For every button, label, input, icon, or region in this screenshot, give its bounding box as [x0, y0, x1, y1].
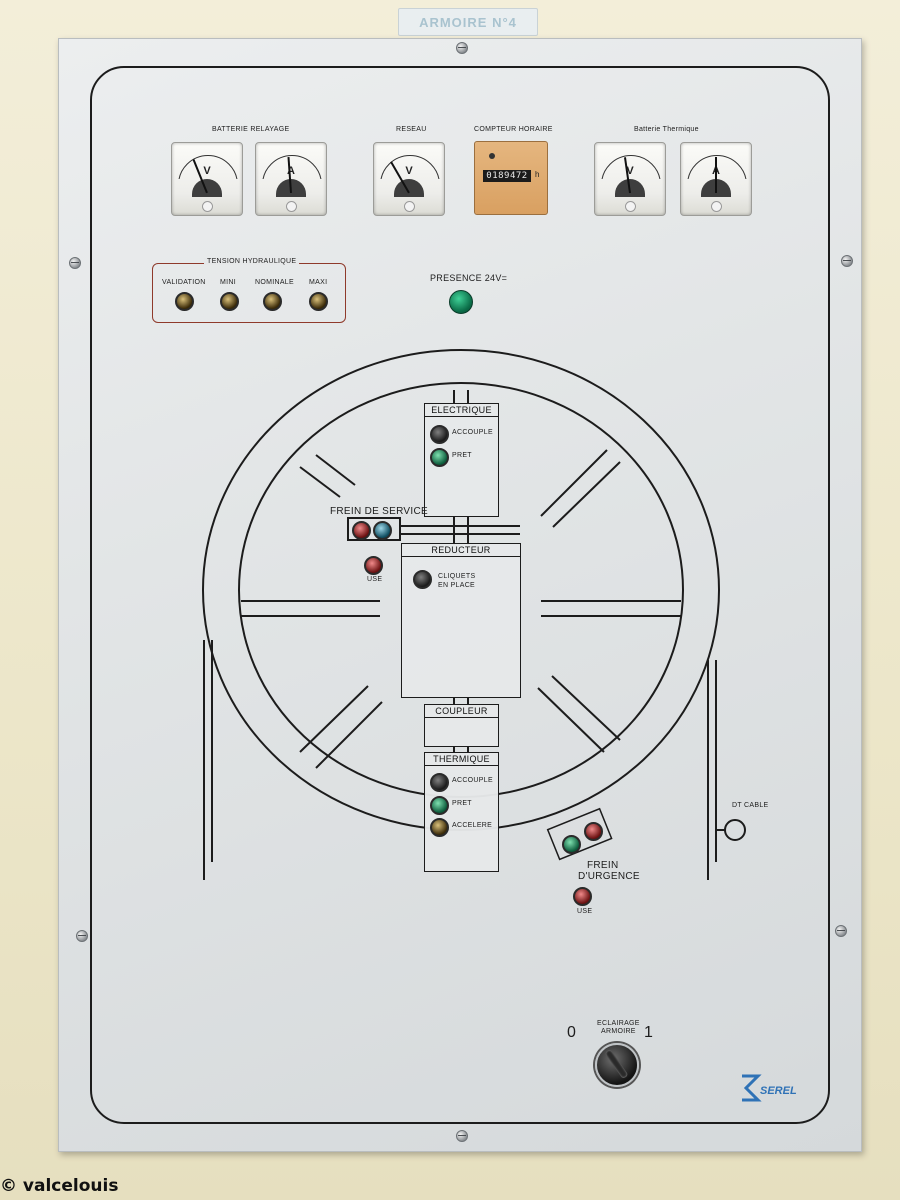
label-electrique-pret: PRET — [452, 452, 472, 459]
ammeter-relayage: A — [255, 142, 327, 216]
label-dt-cable: DT CABLE — [732, 802, 769, 809]
label-en-place: EN PLACE — [438, 582, 476, 589]
label-thermique-accouple: ACCOUPLE — [452, 777, 493, 784]
meter-needle — [715, 157, 717, 193]
voltmeter-reseau: V — [373, 142, 445, 216]
label-validation: VALIDATION — [162, 279, 206, 286]
label-compteur-horaire: COMPTEUR HORAIRE — [474, 126, 553, 133]
meter-unit-letter: A — [287, 165, 295, 177]
reducteur-box: REDUCTEUR — [401, 543, 521, 698]
eclairage-armoire-rotary-switch[interactable] — [595, 1043, 639, 1087]
screw — [456, 42, 468, 54]
label-armoire: ARMOIRE — [601, 1028, 636, 1035]
counter-unit: h — [535, 170, 540, 179]
lamp-maxi — [309, 292, 328, 311]
lamp-electrique-pret — [430, 448, 449, 467]
label-switch-on: 1 — [644, 1024, 654, 1041]
label-frein-service-use: USE — [367, 576, 383, 583]
electrique-title: ELECTRIQUE — [425, 404, 498, 417]
label-nominale: NOMINALE — [255, 279, 294, 286]
label-frein-urgence-use: USE — [577, 908, 593, 915]
lamp-validation — [175, 292, 194, 311]
label-presence-24v: PRESENCE 24V= — [430, 273, 508, 283]
label-cliquets: CLIQUETS — [438, 573, 476, 580]
meter-unit-letter: V — [203, 165, 211, 177]
meter-hub — [192, 179, 222, 197]
screw — [69, 257, 81, 269]
voltmeter-relayage: V — [171, 142, 243, 216]
label-mini: MINI — [220, 279, 236, 286]
lamp-frein-service-use — [364, 556, 383, 575]
label-eclairage: ECLAIRAGE — [597, 1020, 640, 1027]
lamp-frein-service-2 — [373, 521, 392, 540]
screw — [835, 925, 847, 937]
label-thermique-accelere: ACCELERE — [452, 822, 493, 829]
lamp-thermique-accelere — [430, 818, 449, 837]
lamp-frein-service-1 — [352, 521, 371, 540]
hour-counter: 0189472 h — [474, 141, 548, 215]
reducteur-title: REDUCTEUR — [402, 544, 520, 557]
voltmeter-thermique: V — [594, 142, 666, 216]
photo-credit: © valcelouis — [0, 1176, 119, 1196]
label-switch-off: 0 — [567, 1024, 577, 1041]
coupleur-box: COUPLEUR — [424, 704, 499, 747]
meter-zero-adjust — [202, 201, 213, 212]
counter-indicator-dot — [489, 153, 495, 159]
meter-zero-adjust — [625, 201, 636, 212]
meter-zero-adjust — [711, 201, 722, 212]
lamp-presence-24v — [449, 290, 473, 314]
screw — [841, 255, 853, 267]
lamp-cliquets-en-place — [413, 570, 432, 589]
meter-zero-adjust — [404, 201, 415, 212]
cabinet-number-label: ARMOIRE N°4 — [398, 8, 538, 36]
label-reseau: RESEAU — [396, 126, 427, 133]
meter-hub — [615, 179, 645, 197]
tension-hydraulique-title: TENSION HYDRAULIQUE — [204, 258, 300, 265]
meter-unit-letter: V — [626, 165, 634, 177]
lamp-nominale — [263, 292, 282, 311]
ammeter-thermique: A — [680, 142, 752, 216]
lamp-electrique-accouple — [430, 425, 449, 444]
serel-logo: SEREL — [738, 1072, 798, 1104]
label-electrique-accouple: ACCOUPLE — [452, 429, 493, 436]
thermique-title: THERMIQUE — [425, 753, 498, 766]
lamp-mini — [220, 292, 239, 311]
meter-zero-adjust — [286, 201, 297, 212]
meter-hub — [394, 179, 424, 197]
label-frein: FREIN — [587, 860, 619, 871]
lamp-frein-urgence-1 — [562, 835, 581, 854]
label-frein-de-service: FREIN DE SERVICE — [330, 506, 428, 517]
screw — [76, 930, 88, 942]
screw — [456, 1130, 468, 1142]
lamp-frein-urgence-use — [573, 887, 592, 906]
lamp-thermique-pret — [430, 796, 449, 815]
label-maxi: MAXI — [309, 279, 328, 286]
panel-inner-frame — [90, 66, 830, 1124]
logo-text: SEREL — [760, 1085, 797, 1097]
label-batterie-thermique: Batterie Thermique — [634, 126, 699, 133]
coupleur-title: COUPLEUR — [425, 705, 498, 718]
label-d-urgence: D'URGENCE — [578, 871, 640, 882]
lamp-frein-urgence-2 — [584, 822, 603, 841]
counter-digits: 0189472 — [483, 170, 531, 182]
meter-unit-letter: V — [405, 165, 413, 177]
label-batterie-relayage: BATTERIE RELAYAGE — [212, 126, 290, 133]
lamp-thermique-accouple — [430, 773, 449, 792]
label-thermique-pret: PRET — [452, 800, 472, 807]
